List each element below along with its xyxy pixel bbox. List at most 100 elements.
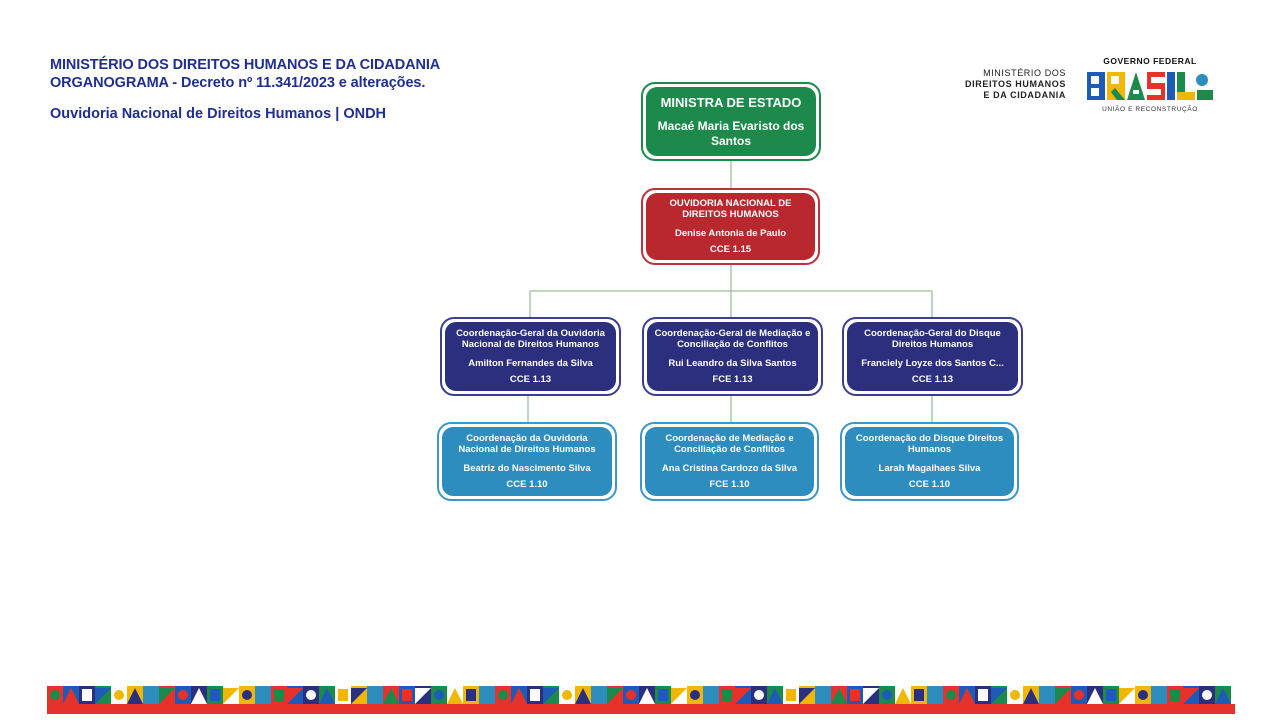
minister-name: Macaé Maria Evaristo dos Santos (657, 118, 805, 148)
strip-shape (786, 689, 796, 701)
strip-shape (351, 688, 367, 704)
coordination-code: FCE 1.10 (709, 479, 750, 490)
strip-shape (1170, 689, 1180, 701)
strip-shape (1023, 688, 1039, 704)
strip-shape (850, 689, 860, 701)
strip-shape (1119, 688, 1135, 704)
coordination-name: Larah Magalhaes Silva (878, 463, 981, 474)
strip-shape (498, 690, 508, 700)
coordination-title: Coordenação do Disque Direitos Humanos (855, 433, 1004, 455)
strip-shape (383, 688, 399, 704)
general-coordination-title: Coordenação-Geral da Ouvidoria Nacional … (456, 328, 605, 350)
strip-shape (946, 690, 956, 700)
strip-shape (626, 690, 636, 700)
strip-shape (1074, 690, 1084, 700)
general-coordination-code: CCE 1.13 (911, 374, 954, 385)
strip-shape (159, 688, 175, 704)
strip-shape (1106, 689, 1116, 701)
strip-shape (82, 689, 92, 701)
strip-shape (1202, 690, 1212, 700)
coordination-code: CCE 1.10 (506, 479, 548, 490)
strip-shape (50, 690, 60, 700)
coordination-code: CCE 1.10 (908, 479, 951, 490)
ministry-logo-line1: MINISTÉRIO DOS (983, 68, 1066, 78)
strip-shape (447, 688, 463, 704)
strip-shape (370, 690, 380, 700)
strip-shape (978, 689, 988, 701)
strip-shape (722, 689, 732, 701)
coordination-title: Coordenação de Mediação e Conciliação de… (665, 433, 794, 455)
strip-shape (178, 690, 188, 700)
strip-shape (594, 689, 604, 701)
strip-shape (255, 688, 271, 704)
strip-shape (274, 689, 284, 701)
strip-shape (1087, 688, 1103, 704)
strip-shape (287, 688, 303, 704)
strip-shape (1010, 690, 1020, 700)
unit-title: Ouvidoria Nacional de Direitos Humanos |… (50, 106, 387, 122)
minister-box[interactable]: MINISTRA DE ESTADO Macaé Maria Evaristo … (641, 82, 821, 161)
strip-shape (434, 690, 444, 700)
strip-shape (338, 689, 348, 701)
strip-shape (895, 688, 911, 704)
strip-shape (210, 689, 220, 701)
strip-shape (543, 688, 559, 704)
strip-shape (754, 690, 764, 700)
general-coordination-name: Franciely Loyze dos Santos C... (861, 358, 1004, 369)
strip-shape (575, 688, 591, 704)
ombudsman-code: CCE 1.15 (709, 244, 752, 255)
ministry-logo: MINISTÉRIO DOS DIREITOS HUMANOS E DA CID… (946, 68, 1066, 101)
strip-shape (191, 688, 207, 704)
strip-shape (863, 688, 879, 704)
decorative-footer-strip (47, 686, 1235, 714)
general-coordination-code: FCE 1.13 (712, 374, 753, 385)
government-logo: GOVERNO FEDERAL UNIÃO E RECONSTRUÇÃO (1084, 56, 1216, 113)
strip-shape (242, 690, 252, 700)
strip-shape (479, 688, 495, 704)
strip-shape (818, 690, 828, 700)
org-chart-decree: ORGANOGRAMA - Decreto nº 11.341/2023 e a… (50, 75, 426, 91)
coordination-box-1[interactable]: Coordenação da Ouvidoria Nacional de Dir… (437, 422, 617, 501)
strip-shape (415, 688, 431, 704)
coordination-box-3[interactable]: Coordenação do Disque Direitos Humanos L… (840, 422, 1019, 501)
strip-shape (146, 689, 156, 701)
general-coordination-title: Coordenação-Geral de Mediação e Concilia… (654, 328, 811, 350)
strip-shape (767, 688, 783, 704)
strip-shape (671, 688, 687, 704)
strip-shape (1055, 688, 1071, 704)
government-logo-slogan: UNIÃO E RECONSTRUÇÃO (1102, 106, 1198, 113)
general-coordination-code: CCE 1.13 (509, 374, 552, 385)
strip-shape (1215, 688, 1231, 704)
strip-shape (306, 690, 316, 700)
coordination-box-2[interactable]: Coordenação de Mediação e Conciliação de… (640, 422, 819, 501)
ministry-logo-line2: DIREITOS HUMANOS (965, 79, 1066, 89)
page-header: MINISTÉRIO DOS DIREITOS HUMANOS E DA CID… (50, 56, 440, 122)
strip-shape (562, 690, 572, 700)
minister-title: MINISTRA DE ESTADO (660, 94, 802, 110)
strip-shape (223, 688, 239, 704)
government-logo-top: GOVERNO FEDERAL (1103, 56, 1197, 66)
ombudsman-box[interactable]: OUVIDORIA NACIONAL DE DIREITOS HUMANOS D… (641, 188, 820, 265)
strip-shape (127, 688, 143, 704)
general-coordination-box-1[interactable]: Coordenação-Geral da Ouvidoria Nacional … (440, 317, 621, 396)
general-coordination-box-3[interactable]: Coordenação-Geral do Disque Direitos Hum… (842, 317, 1023, 396)
strip-shape (95, 688, 111, 704)
strip-shape (63, 688, 79, 704)
ombudsman-name: Denise Antonia de Paulo (674, 228, 787, 239)
strip-shape (1151, 688, 1167, 704)
coordination-title: Coordenação da Ouvidoria Nacional de Dir… (458, 433, 596, 455)
strip-shape (703, 688, 719, 704)
strip-shape (530, 689, 540, 701)
strip-shape (1138, 690, 1148, 700)
ombudsman-title: OUVIDORIA NACIONAL DE DIREITOS HUMANOS (669, 198, 792, 220)
strip-shape (1042, 689, 1052, 701)
strip-shape (831, 688, 847, 704)
strip-shape (639, 688, 655, 704)
strip-shape (914, 689, 924, 701)
general-coordination-box-2[interactable]: Coordenação-Geral de Mediação e Concilia… (642, 317, 823, 396)
strip-shape (607, 688, 623, 704)
strip-shape (319, 688, 335, 704)
general-coordination-name: Rui Leandro da Silva Santos (668, 358, 797, 369)
coordination-name: Beatriz do Nascimento Silva (463, 463, 591, 474)
